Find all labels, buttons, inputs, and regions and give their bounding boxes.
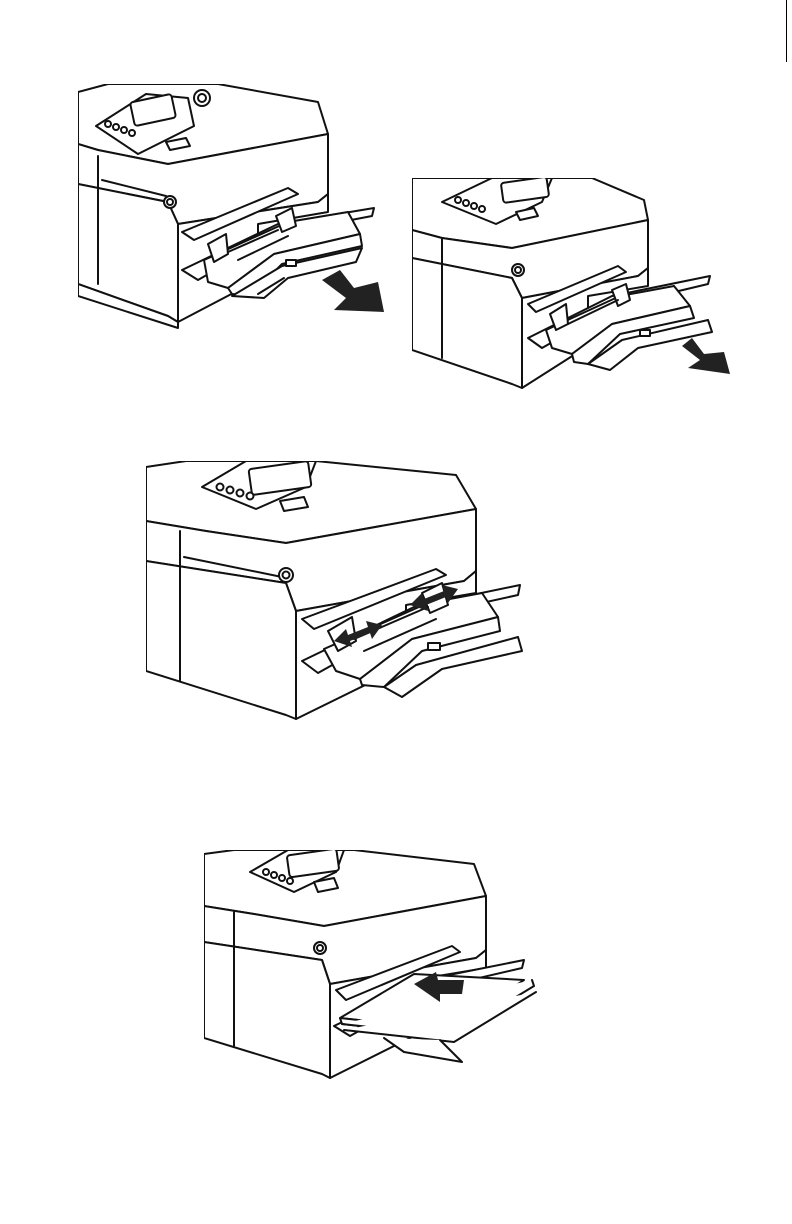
printer-illustration-4: [204, 850, 540, 1086]
printer-illustration-3: [146, 461, 526, 725]
crop-mark: [786, 0, 787, 62]
printer-adjust-paper-guides: [146, 461, 526, 725]
printer-pull-second-extension: [412, 178, 742, 396]
printer-illustration-2: [412, 178, 742, 396]
printer-insert-paper-stack: [204, 850, 540, 1086]
printer-open-tray-pull-extension: [78, 84, 388, 330]
printer-illustration-1: [78, 84, 388, 330]
